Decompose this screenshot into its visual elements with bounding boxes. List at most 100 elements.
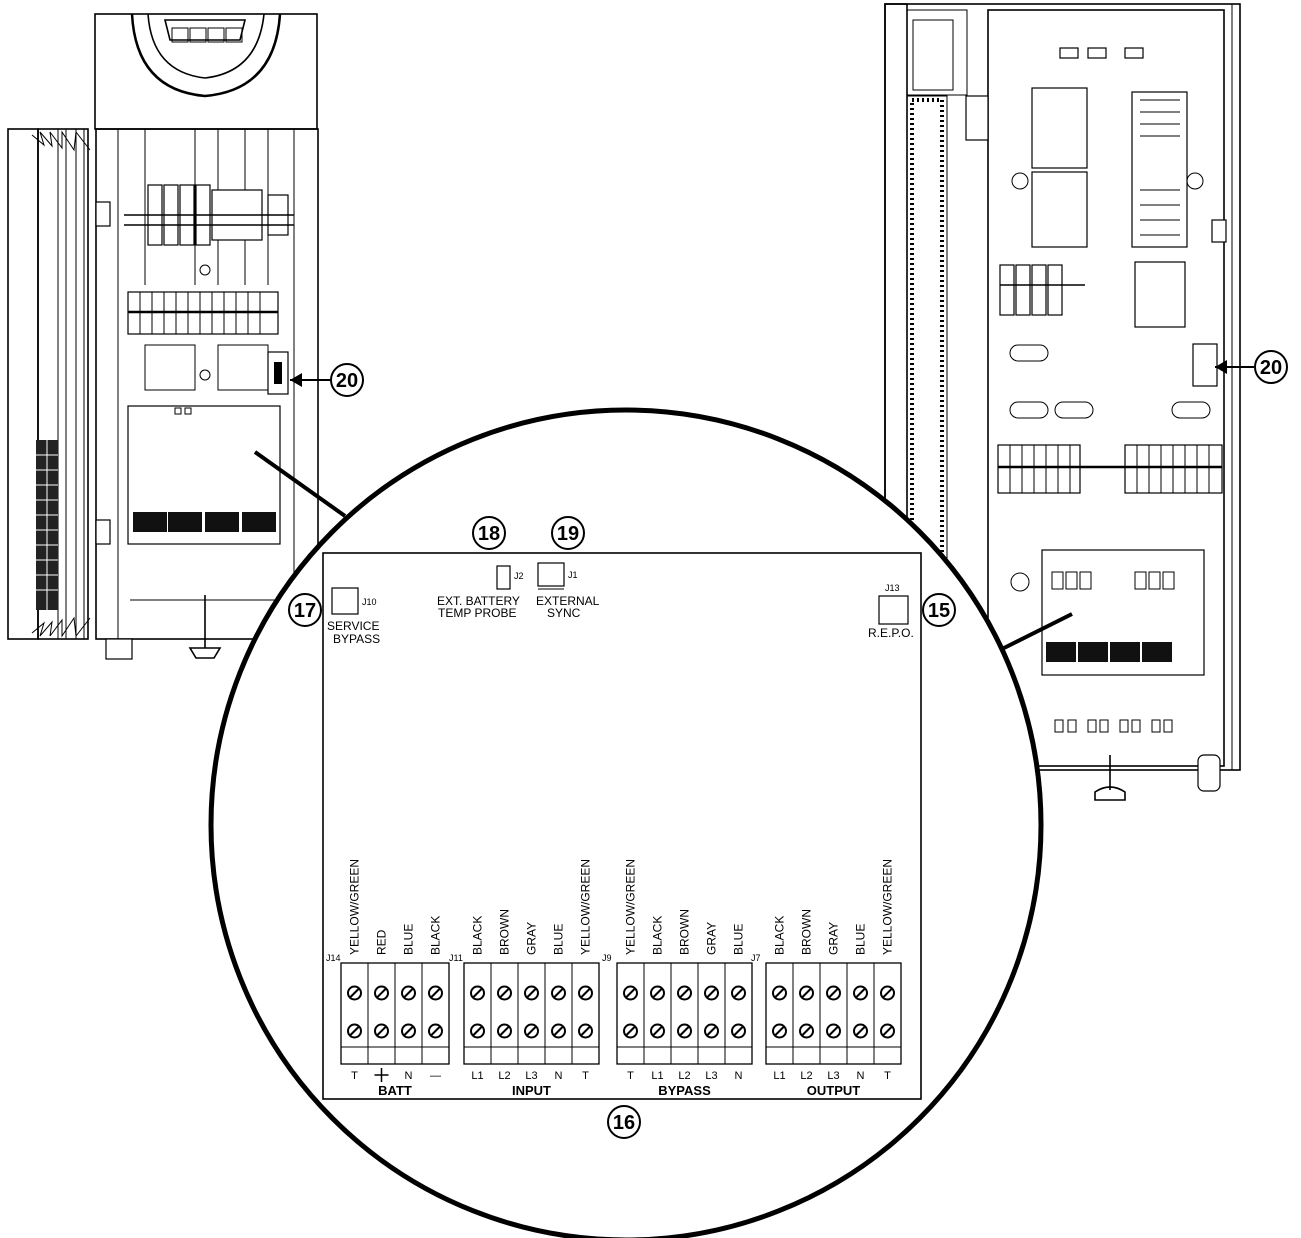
service-bypass-port[interactable]: J10 SERVICE BYPASS: [327, 587, 380, 646]
screw-slot: [526, 1026, 537, 1036]
terminal-screw-bottom[interactable]: [799, 1023, 814, 1039]
screw-slot: [882, 988, 893, 998]
terminal-screw-bottom[interactable]: [551, 1023, 566, 1039]
wire-color-label: GRAY: [827, 922, 841, 955]
screw-slot: [472, 988, 483, 998]
screw-slot: [882, 1026, 893, 1036]
screw-slot: [652, 988, 663, 998]
callout-15: 15: [922, 593, 956, 627]
screw-slot: [472, 1026, 483, 1036]
svg-text:EXT. BATTERY: EXT. BATTERY: [437, 594, 520, 608]
screw-slot: [403, 1026, 414, 1036]
svg-text:16: 16: [613, 1112, 635, 1134]
wire-color-label: BLACK: [429, 916, 443, 955]
terminal-screw-top[interactable]: [401, 985, 416, 1001]
terminal-block-j11: J11BLACKL1BROWNL2GRAYL3BLUENYELLOW/GREEN…: [449, 859, 600, 1098]
terminal-screw-bottom[interactable]: [731, 1023, 746, 1039]
screw-slot: [499, 1026, 510, 1036]
terminal-label: L1: [471, 1070, 483, 1082]
terminal-screw-top[interactable]: [470, 985, 485, 1001]
terminal-screw-top[interactable]: [704, 985, 719, 1001]
screw-slot: [349, 1026, 360, 1036]
terminal-block-j7: J7BLACKL1BROWNL2GRAYL3BLUENYELLOW/GREENT…: [751, 859, 902, 1098]
terminal-screw-bottom[interactable]: [772, 1023, 787, 1039]
svg-text:SERVICE: SERVICE: [327, 619, 379, 633]
terminal-screw-top[interactable]: [578, 985, 593, 1001]
wire-color-label: BLUE: [402, 924, 416, 955]
repo-port[interactable]: J13 R.E.P.O.: [868, 583, 914, 640]
terminal-block-id: J7: [751, 953, 761, 963]
terminal-label: N: [405, 1070, 413, 1082]
terminal-screw-top[interactable]: [374, 985, 389, 1001]
terminal-screw-top[interactable]: [650, 985, 665, 1001]
external-sync-port[interactable]: J1 EXTERNAL SYNC: [536, 562, 600, 620]
wire-color-label: BROWN: [800, 909, 814, 955]
callout-20-left: 20: [290, 363, 364, 397]
terminal-screw-bottom[interactable]: [374, 1023, 389, 1039]
terminal-screw-top[interactable]: [853, 985, 868, 1001]
terminal-screw-bottom[interactable]: [524, 1023, 539, 1039]
callout-19: 19: [551, 516, 585, 550]
terminal-screw-top[interactable]: [524, 985, 539, 1001]
terminal-screw-bottom[interactable]: [347, 1023, 362, 1039]
svg-text:20: 20: [336, 370, 358, 392]
terminal-screw-top[interactable]: [677, 985, 692, 1001]
zoom-line-left: [253, 450, 347, 518]
terminal-screw-top[interactable]: [731, 985, 746, 1001]
svg-text:R.E.P.O.: R.E.P.O.: [868, 626, 914, 640]
terminal-block-body: [463, 962, 600, 1065]
terminal-screw-top[interactable]: [551, 985, 566, 1001]
screw-slot: [679, 988, 690, 998]
screw-slot: [403, 988, 414, 998]
terminal-screw-bottom[interactable]: [826, 1023, 841, 1039]
terminal-screw-bottom[interactable]: [853, 1023, 868, 1039]
wire-color-label: RED: [375, 929, 389, 955]
svg-text:TEMP PROBE: TEMP PROBE: [438, 606, 516, 620]
callout-17: 17: [288, 593, 322, 627]
wire-color-label: BLACK: [471, 916, 485, 955]
terminal-screw-bottom[interactable]: [677, 1023, 692, 1039]
terminal-label: N: [555, 1070, 563, 1082]
terminal-screw-bottom[interactable]: [428, 1023, 443, 1039]
terminal-screw-top[interactable]: [826, 985, 841, 1001]
terminal-screw-top[interactable]: [497, 985, 512, 1001]
terminal-screw-bottom[interactable]: [880, 1023, 895, 1039]
terminal-label: —: [430, 1070, 441, 1082]
callout-labels: 17 18 19 15 16 20 20: [288, 350, 1288, 1139]
terminal-screw-bottom[interactable]: [470, 1023, 485, 1039]
screw-slot: [855, 988, 866, 998]
terminal-label: L2: [678, 1070, 690, 1082]
callout-16: 16: [607, 1105, 641, 1139]
plus-sign: [374, 1068, 389, 1082]
terminal-screw-bottom[interactable]: [578, 1023, 593, 1039]
terminal-screw-top[interactable]: [347, 985, 362, 1001]
terminal-screw-bottom[interactable]: [623, 1023, 638, 1039]
ext-battery-temp-probe-port[interactable]: J2 EXT. BATTERY TEMP PROBE: [437, 565, 524, 620]
terminal-label: T: [884, 1070, 891, 1082]
terminal-label: L3: [705, 1070, 717, 1082]
terminal-screw-top[interactable]: [623, 985, 638, 1001]
terminal-screw-bottom[interactable]: [704, 1023, 719, 1039]
svg-text:SYNC: SYNC: [547, 606, 581, 620]
terminal-screw-bottom[interactable]: [497, 1023, 512, 1039]
terminal-screw-bottom[interactable]: [650, 1023, 665, 1039]
screw-slot: [733, 988, 744, 998]
screw-slot: [679, 1026, 690, 1036]
terminal-block-id: J9: [602, 953, 612, 963]
svg-text:17: 17: [294, 600, 316, 622]
wire-color-label: YELLOW/GREEN: [624, 859, 638, 955]
terminal-block-name: BYPASS: [658, 1083, 711, 1098]
terminal-block-name: OUTPUT: [807, 1083, 861, 1098]
terminal-screw-top[interactable]: [799, 985, 814, 1001]
terminal-screw-bottom[interactable]: [401, 1023, 416, 1039]
terminal-label: L3: [827, 1070, 839, 1082]
terminal-screw-top[interactable]: [772, 985, 787, 1001]
terminal-screw-top[interactable]: [880, 985, 895, 1001]
terminal-screw-top[interactable]: [428, 985, 443, 1001]
svg-text:BYPASS: BYPASS: [333, 632, 380, 646]
terminal-block-name: INPUT: [512, 1083, 551, 1098]
svg-text:J1: J1: [568, 570, 578, 580]
screw-slot: [499, 988, 510, 998]
screw-slot: [376, 1026, 387, 1036]
screw-slot: [774, 988, 785, 998]
